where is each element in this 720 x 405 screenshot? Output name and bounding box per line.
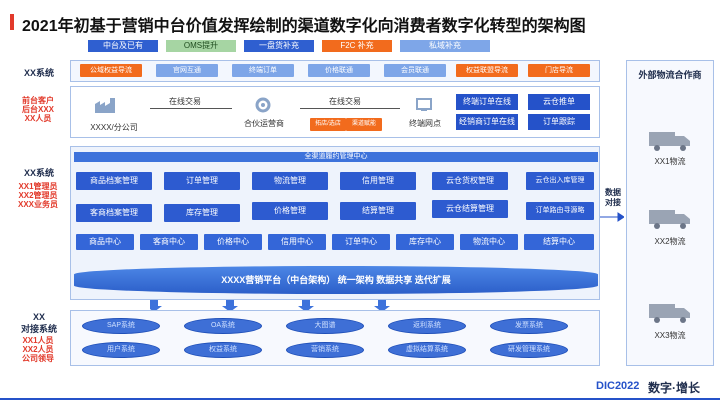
bottom-label-2: 对接系统 (20, 324, 57, 334)
legend-item-private: 私域补充 (400, 40, 490, 52)
pill-public-traffic: 公域权益导流 (80, 64, 142, 77)
db-rd-mgmt: 研发管理系统 (490, 342, 568, 358)
module-product-archive: 商品档案管理 (76, 172, 152, 190)
center-credit: 信用中心 (268, 234, 326, 250)
legend-item-oms: OMS提升 (166, 40, 236, 52)
bottom-label: XX (32, 312, 45, 322)
node-branch: XXXX/分公司 (90, 123, 138, 132)
center-logistics: 物流中心 (460, 234, 518, 250)
front-sub1: 后台XXX (21, 105, 54, 114)
center-price: 价格中心 (204, 234, 262, 250)
module-cloud-inout: 云仓出入库管理 (526, 172, 594, 190)
gear-icon (255, 97, 271, 113)
center-product: 商品中心 (76, 234, 134, 250)
pill-terminal-order: 终端订单 (232, 64, 294, 77)
title-accent-bar (10, 14, 14, 30)
box-cloud-push: 云仓推单 (528, 94, 590, 110)
fulfillment-center-bar: 全渠道履约管理中心 (74, 152, 598, 162)
marketing-platform-banner: XXXX营销平台（中台架构） 统一架构 数据共享 迭代扩展 (74, 266, 598, 294)
box-terminal-order-online: 终端订单在线 (456, 94, 518, 110)
bottom-role-1: XX1人员 (22, 336, 54, 345)
pill-rights-alliance: 权益联盟导流 (456, 64, 518, 77)
center-customer: 客商中心 (140, 234, 198, 250)
middle-role-2: XX2管理员 (18, 191, 58, 200)
node-terminal: 终端网点 (409, 119, 441, 128)
badge-store-select: 拓店/选店 (310, 118, 346, 131)
db-marketing: 营销系统 (286, 342, 364, 358)
module-cloud-settlement: 云仓结算管理 (432, 200, 508, 218)
page-title: 2021年初基于营销中台价值发挥绘制的渠道数字化向消费者数字化转型的架构图 (22, 18, 586, 35)
middle-role-1: XX1管理员 (18, 182, 58, 191)
box-dealer-order-online: 经销商订单在线 (456, 114, 518, 130)
logistics-item-2: XX2物流 (654, 237, 686, 246)
middle-role-3: XXX业务员 (17, 200, 58, 209)
edge-line-2 (300, 108, 400, 109)
node-operator: 合伙运营商 (244, 119, 284, 128)
bottom-role-3: 公司领导 (22, 354, 54, 363)
module-logistics-mgmt: 物流管理 (252, 172, 328, 190)
truck-icon (649, 210, 690, 229)
module-customer-archive: 客商档案管理 (76, 204, 152, 222)
db-sap: SAP系统 (82, 318, 160, 334)
module-settlement-mgmt: 结算管理 (340, 202, 416, 220)
truck-icon (649, 304, 690, 323)
footer-logo: DIC2022 (596, 380, 640, 392)
module-order-routing: 订单路由寻源略 (526, 202, 594, 220)
db-invoice: 发票系统 (490, 318, 568, 334)
pill-store-traffic: 门店导流 (528, 64, 590, 77)
footer-line (0, 398, 720, 400)
edge-online-trade-1: 在线交易 (169, 97, 201, 106)
module-order-mgmt: 订单管理 (164, 172, 240, 190)
edge-online-trade-2: 在线交易 (329, 97, 361, 106)
db-rights: 权益系统 (184, 342, 262, 358)
data-link-arrow-icon (600, 212, 624, 222)
db-virtual-settlement: 虚拟结算系统 (388, 342, 466, 358)
middle-label: XX系统 (23, 168, 54, 178)
db-oa: OA系统 (184, 318, 262, 334)
data-link-label: 数据 对接 (605, 188, 621, 207)
front-label: 前台客户 (22, 96, 54, 105)
db-user: 用户系统 (82, 342, 160, 358)
factory-icon (95, 98, 115, 113)
box-order-tracking: 订单跟踪 (528, 114, 590, 130)
truck-icon (649, 132, 690, 151)
pill-member: 会员联通 (384, 64, 446, 77)
legend-item-core: 中台及已有 (88, 40, 158, 52)
pill-price: 价格联通 (308, 64, 370, 77)
front-sub2: XX人员 (24, 114, 52, 123)
logistics-item-1: XX1物流 (654, 157, 686, 166)
pill-website: 官网互通 (156, 64, 218, 77)
center-settlement: 结算中心 (524, 234, 594, 250)
module-inventory-mgmt: 库存管理 (164, 204, 240, 222)
db-rebate: 返利系统 (388, 318, 466, 334)
module-cloud-rights: 云仓货权管理 (432, 172, 508, 190)
edge-line-1 (150, 108, 232, 109)
module-credit-mgmt: 信用管理 (340, 172, 416, 190)
footer-brand: 数字·增长 (648, 381, 700, 395)
legend-item-f2c: F2C 补充 (322, 40, 392, 52)
terminal-icon (416, 98, 432, 111)
down-arrows-icon (150, 300, 390, 312)
logistics-item-3: XX3物流 (654, 331, 686, 340)
legend-item-inventory: 一盘货补充 (244, 40, 314, 52)
row-label-xx-system: XX系统 (23, 68, 54, 78)
badge-channel-enable: 渠道赋能 (346, 118, 382, 131)
bottom-role-2: XX2人员 (22, 345, 54, 354)
db-graph: 大图谱 (286, 318, 364, 334)
center-order: 订单中心 (332, 234, 390, 250)
module-price-mgmt: 价格管理 (252, 202, 328, 220)
logistics-title: 外部物流合作商 (638, 70, 702, 80)
center-inventory: 库存中心 (396, 234, 454, 250)
